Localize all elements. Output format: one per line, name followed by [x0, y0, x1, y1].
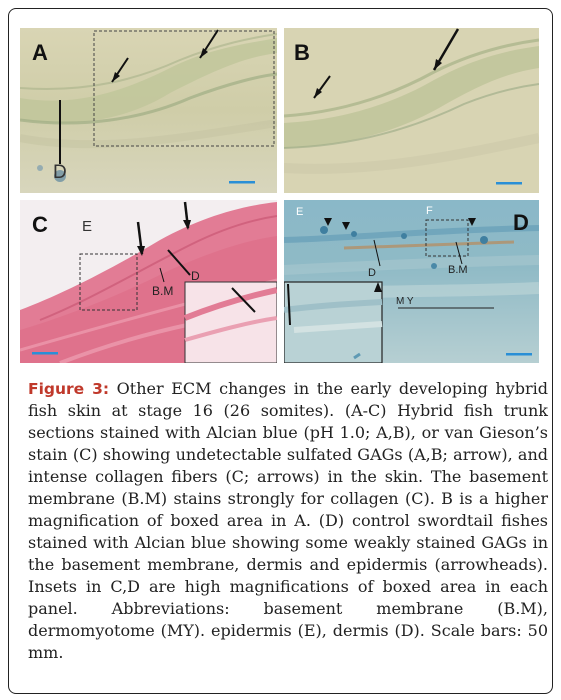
- panel-d-label: D: [513, 210, 529, 235]
- panel-c-annotation-d: D: [191, 269, 200, 283]
- caption-text: Other ECM changes in the early developin…: [28, 379, 548, 662]
- panel-c-annotation-e: E: [82, 218, 93, 235]
- panel-a-micrograph: [20, 28, 277, 193]
- panel-d-annotation-bm: B.M: [448, 264, 468, 276]
- panel-a-annotation-d: D: [53, 162, 67, 183]
- panel-b: B: [284, 28, 539, 193]
- panel-b-micrograph: [284, 28, 539, 193]
- panel-b-label: B: [294, 40, 310, 65]
- panel-d-annotation-my: M Y: [396, 296, 414, 307]
- panel-d-annotation-e: E: [296, 206, 304, 218]
- panel-a-label: A: [32, 40, 48, 65]
- figure-frame: [8, 8, 553, 694]
- panel-d: D E F D B.M M Y: [284, 200, 539, 363]
- panel-c-annotation-bm: B.M: [152, 284, 174, 298]
- caption-label: Figure 3:: [28, 380, 110, 398]
- panel-c-label: C: [32, 212, 48, 237]
- figure-caption: Figure 3: Other ECM changes in the early…: [28, 378, 548, 664]
- panel-d-annotation-d: D: [368, 267, 376, 279]
- panel-c: C E B.M D: [20, 200, 277, 363]
- panel-c-micrograph: [20, 200, 277, 363]
- panel-d-annotation-f: F: [426, 205, 433, 217]
- panel-a: A D: [20, 28, 277, 193]
- panel-d-micrograph: [284, 200, 539, 363]
